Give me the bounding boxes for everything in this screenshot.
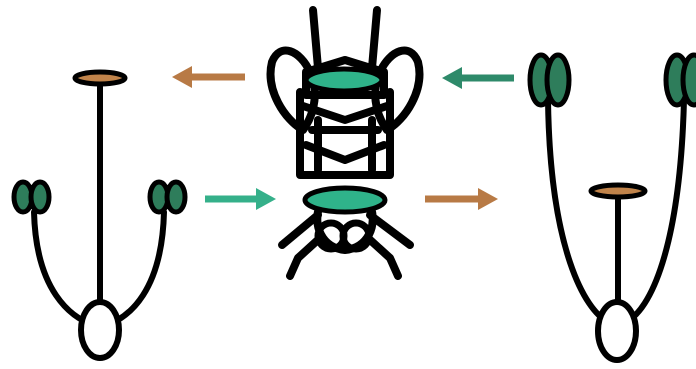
insect-abdomen [313,201,377,254]
arrow-bottom-left [205,188,276,210]
insect-leg-left-lower [286,234,324,280]
insect-antenna-left [309,6,322,72]
right-stigma [588,182,648,200]
left-stigma-top [72,69,128,87]
right-pollinium-d [680,52,696,108]
left-flower-structure [11,69,188,361]
left-base-disc [78,299,122,361]
insect-leg-left-upper [278,211,322,249]
arrow-top-left [172,66,245,88]
arrow-bottom-right [425,188,498,210]
insect-leg-right-lower [364,234,402,280]
insect-antenna-right [368,6,381,72]
insect-band-1 [296,101,394,124]
insect-icon [266,6,424,280]
insect-marking-top [303,66,385,94]
right-pollinium-b [544,52,572,108]
right-stalk-right [623,97,687,325]
arrow-top-right [442,67,514,89]
left-pollinium-b [28,179,52,215]
insect-marking-bottom [302,185,388,215]
insect-leg-right-upper [366,211,414,249]
right-base-disc [595,299,639,363]
right-stalk-left [545,97,611,325]
right-flower-structure [527,52,696,363]
insect-thorax [296,88,394,179]
insect-head [302,56,388,99]
left-pollinium-d [164,179,188,215]
